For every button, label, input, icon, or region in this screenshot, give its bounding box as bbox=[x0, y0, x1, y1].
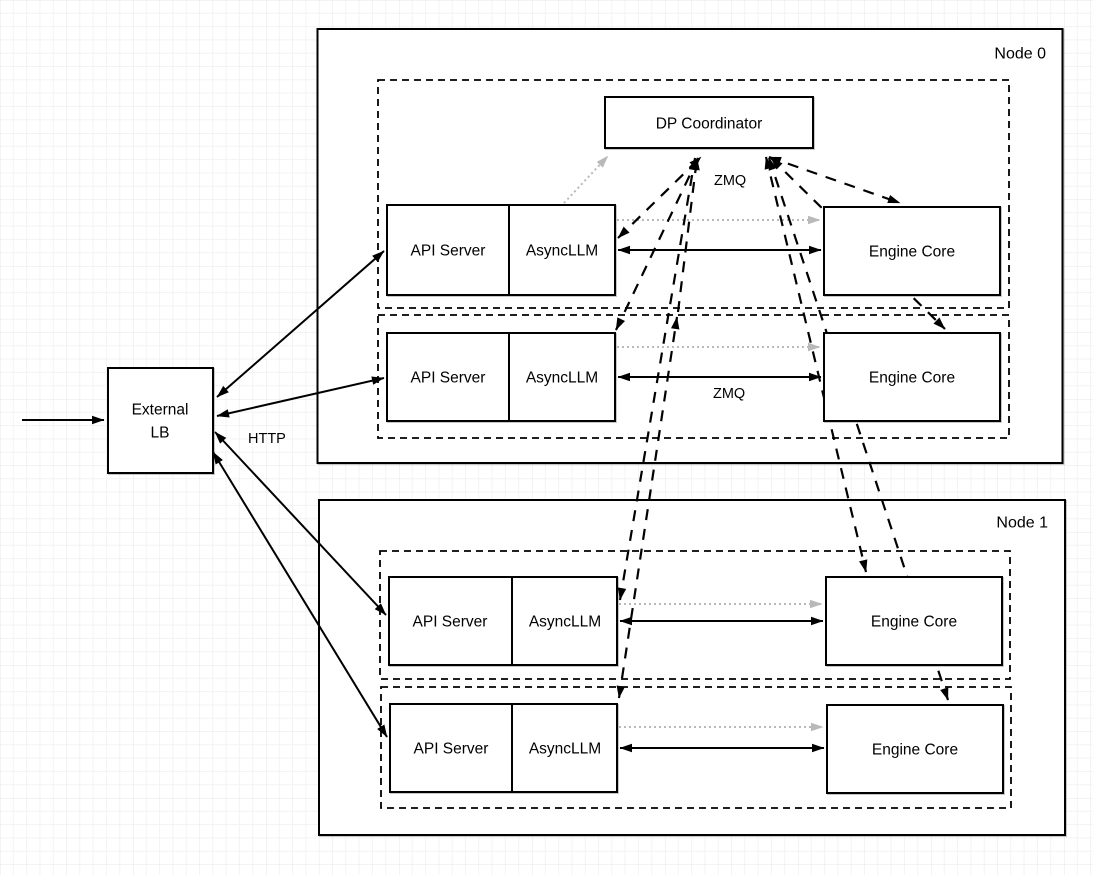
node1-replica1: API Server AsyncLLM Engine Core bbox=[389, 703, 1004, 794]
coordinator-engine-zmq-link bbox=[767, 157, 950, 701]
node0-replica1: API Server AsyncLLM Engine Core bbox=[386, 332, 1001, 422]
node0-replica0-dashed-container bbox=[377, 79, 1010, 309]
engine-core-label: Engine Core bbox=[871, 614, 957, 631]
node0-replica0: API Server AsyncLLM Engine Core bbox=[386, 204, 1001, 296]
dp-coordinator-label: DP Coordinator bbox=[656, 116, 763, 133]
asyncllm-coordinator-zmq-link bbox=[676, 157, 700, 313]
engine-core-box bbox=[826, 704, 1004, 794]
asyncllm-label: AsyncLLM bbox=[529, 741, 601, 758]
engine-core-box bbox=[823, 332, 1001, 422]
api-server-label: API Server bbox=[411, 243, 486, 260]
dp-coordinator-box bbox=[604, 96, 814, 149]
dotted-links bbox=[563, 155, 824, 732]
api-server-asyncllm-box bbox=[389, 703, 618, 793]
engine-core-box bbox=[825, 576, 1003, 666]
load-balancer-links bbox=[22, 250, 388, 738]
asyncllm-label: AsyncLLM bbox=[529, 614, 601, 631]
zmq-coordinator-label: ZMQ bbox=[714, 173, 746, 189]
lb-api-server-arrow bbox=[212, 451, 388, 738]
zmq-row-label: ZMQ bbox=[713, 386, 745, 402]
asyncllm-engine-links bbox=[617, 245, 825, 753]
asyncllm-coordinator-dotted-link bbox=[563, 155, 609, 204]
engine-core-box bbox=[823, 206, 1001, 296]
api-server-label: API Server bbox=[413, 614, 488, 631]
asyncllm-label: AsyncLLM bbox=[526, 370, 598, 387]
node1-replica0: API Server AsyncLLM Engine Core bbox=[388, 576, 1003, 666]
node1-replica1-dashed-container bbox=[380, 686, 1012, 809]
node0-label: Node 0 bbox=[994, 46, 1046, 63]
dp-coordinator: DP Coordinator bbox=[604, 96, 814, 149]
api-server-asyncllm-box bbox=[386, 204, 616, 296]
engine-core-label: Engine Core bbox=[869, 244, 955, 261]
lb-api-server-arrow bbox=[216, 250, 385, 398]
api-server-asyncllm-box bbox=[386, 332, 616, 422]
http-label: HTTP bbox=[248, 431, 286, 447]
engine-core-label: Engine Core bbox=[872, 742, 958, 759]
api-server-label: API Server bbox=[411, 370, 486, 387]
lb-api-server-arrow bbox=[216, 376, 385, 418]
external-lb: External LB bbox=[107, 367, 214, 474]
asyncllm-label: AsyncLLM bbox=[526, 243, 598, 260]
engine-core-label: Engine Core bbox=[869, 370, 955, 387]
api-server-asyncllm-box bbox=[388, 576, 618, 666]
node1-label: Node 1 bbox=[996, 515, 1048, 532]
api-server-label: API Server bbox=[414, 741, 489, 758]
external-lb-label-line1: External bbox=[132, 402, 189, 419]
external-lb-box bbox=[107, 367, 214, 474]
external-lb-label-line2: LB bbox=[151, 425, 170, 442]
